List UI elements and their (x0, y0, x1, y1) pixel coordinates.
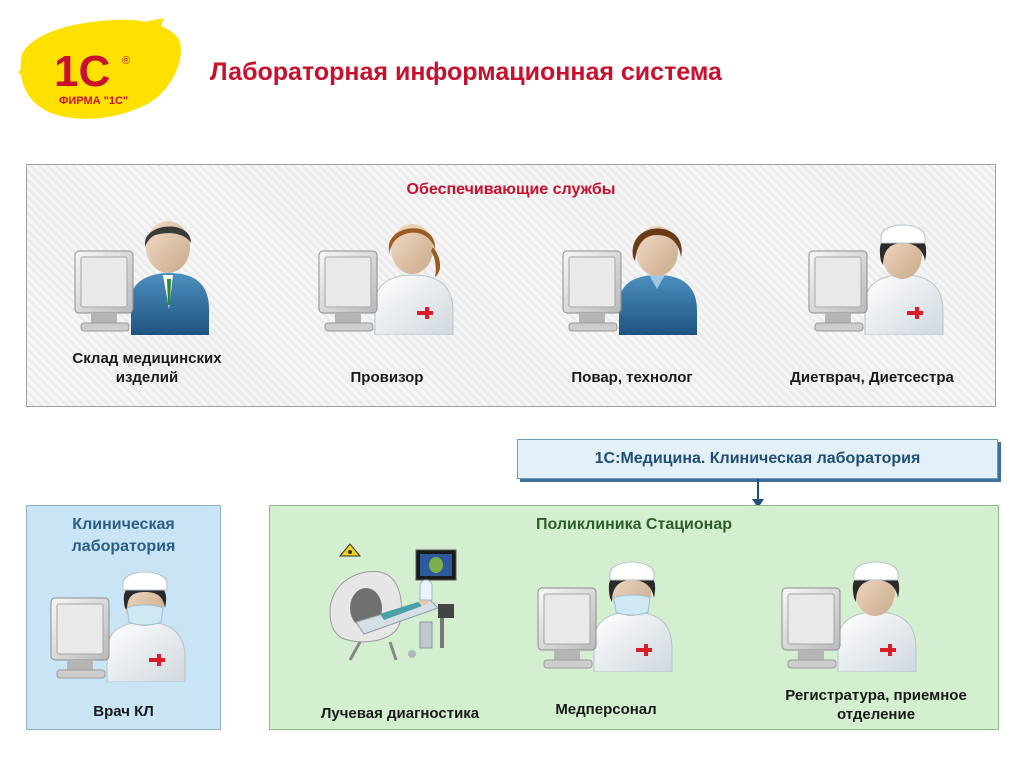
arrow-down-icon (752, 479, 764, 508)
role-label-lab-doctor: Врач КЛ (93, 703, 154, 720)
company-logo: 1С ® ФИРМА "1С" (18, 18, 181, 119)
clinic-hospital-panel: Поликлиника Стационар Лучевая диагностик… (269, 505, 999, 730)
clinic-hospital-title: Поликлиника Стационар (536, 516, 732, 533)
masked-nurse-icon (537, 561, 673, 672)
logo-sub-text: ФИРМА "1С" (59, 95, 128, 107)
role-label-pharmacist: Провизор (350, 369, 424, 386)
support-services-title: Обеспечивающие службы (406, 181, 616, 198)
role-label-medical-staff: Медперсонал (555, 701, 657, 718)
nurse-icon (781, 561, 917, 672)
logo-registered-mark: ® (122, 55, 130, 67)
system-product-box: 1С:Медицина. Клиническая лаборатория (517, 439, 998, 479)
masked-nurse-icon (50, 571, 186, 682)
logo-main-text: 1С (54, 47, 110, 96)
user-businessman-icon (74, 221, 209, 335)
nurse-icon (808, 224, 944, 335)
pharmacist-icon (318, 224, 454, 335)
page-title: Лабораторная информационная система (210, 58, 722, 86)
role-label-registry: Регистратура, приемное отделение (785, 687, 967, 723)
user-woman-icon (562, 226, 697, 335)
role-label-warehouse: Склад медицинских изделий (72, 350, 222, 386)
role-label-dietitian: Диетврач, Диетсестра (790, 369, 954, 386)
clinical-lab-panel: Клиническая лаборатория Врач КЛ (26, 505, 221, 730)
role-label-cook: Повар, технолог (571, 369, 693, 386)
ct-scanner-icon (329, 543, 457, 661)
support-services-panel: Обеспечивающие службы Склад медицинских … (26, 164, 996, 407)
role-label-radiology: Лучевая диагностика (320, 705, 480, 722)
clinical-lab-title: Клиническая лаборатория (71, 516, 176, 555)
